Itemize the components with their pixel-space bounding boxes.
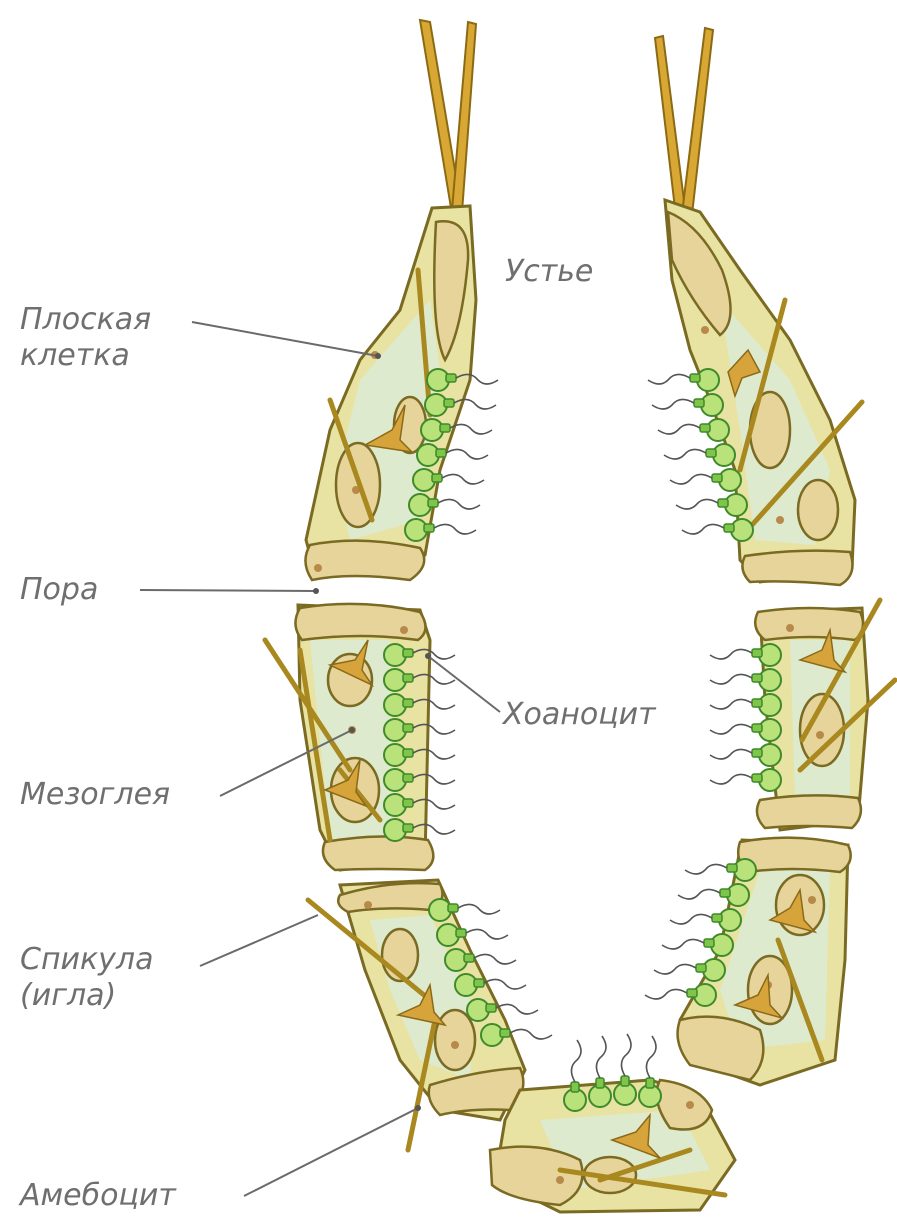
label-ustye: Устье bbox=[505, 254, 593, 290]
wall-segment-left-upper bbox=[305, 206, 476, 580]
label-mesoglea: Мезоглея bbox=[20, 777, 170, 813]
leader-flat-cell bbox=[192, 322, 378, 356]
osculum-spicules-left bbox=[420, 20, 476, 214]
leader-pore-dot bbox=[313, 588, 319, 594]
leader-pore bbox=[140, 590, 316, 591]
leader-choanocyte-dot bbox=[425, 653, 431, 659]
leader-amoebocyte-dot bbox=[415, 1105, 421, 1111]
osculum-spicules-right bbox=[655, 28, 713, 234]
leader-choanocyte bbox=[428, 656, 500, 712]
leader-amoebocyte bbox=[244, 1108, 418, 1196]
label-spicule: Спикула (игла) bbox=[20, 942, 154, 1014]
wall-segment-right-lower bbox=[678, 838, 851, 1085]
label-flat-cell: Плоская клетка bbox=[20, 302, 151, 374]
leader-flat-cell-dot bbox=[375, 353, 381, 359]
leader-spicule bbox=[200, 915, 318, 966]
label-choanocyte: Хоаноцит bbox=[503, 697, 656, 733]
wall-segment-bottom bbox=[490, 1080, 735, 1212]
leader-mesoglea-dot bbox=[349, 727, 355, 733]
wall-segment-right-upper bbox=[665, 200, 862, 585]
label-pore: Пора bbox=[20, 572, 98, 608]
label-amoebocyte: Амебоцит bbox=[20, 1178, 176, 1214]
